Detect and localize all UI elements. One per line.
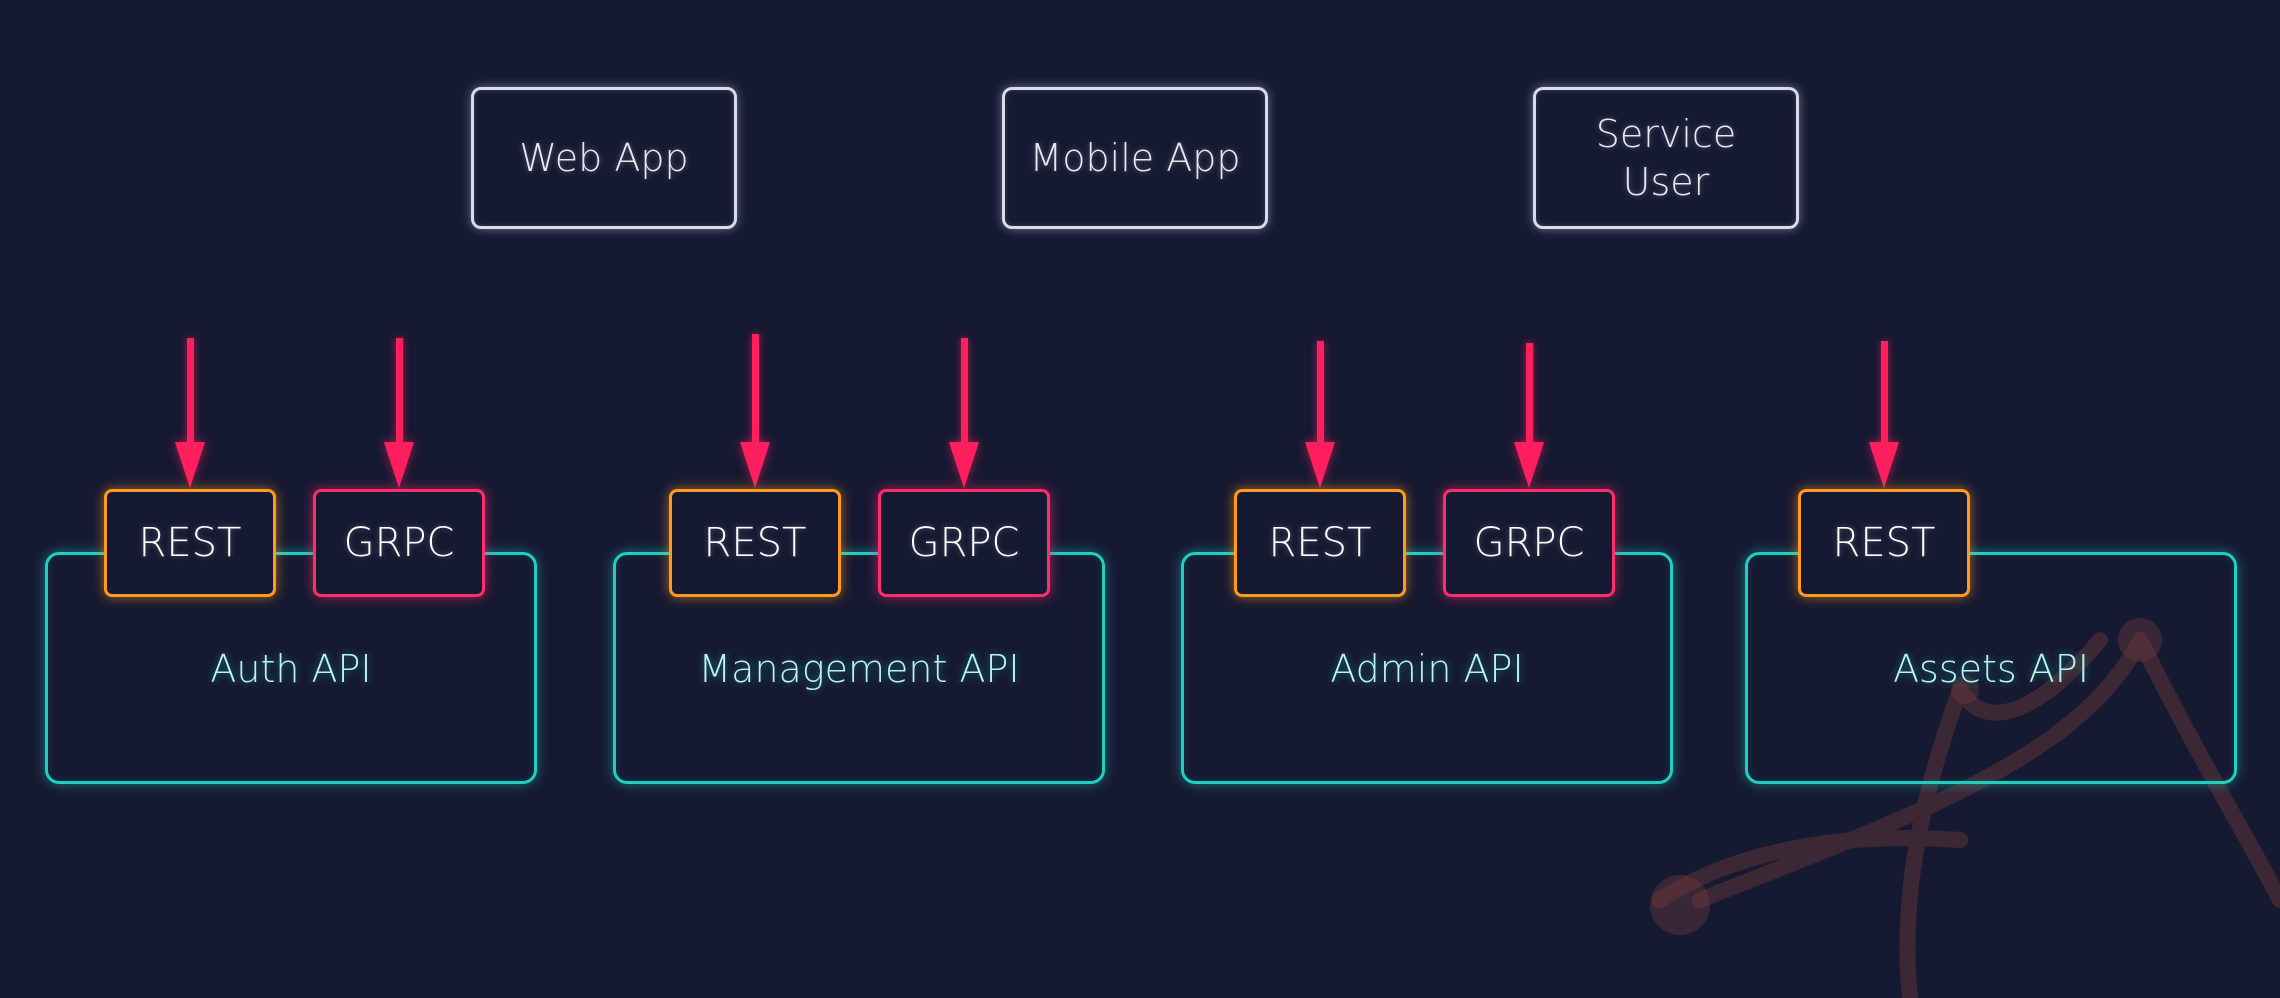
arrow-down-icon: [1869, 341, 1899, 488]
api-assets: Assets API: [1745, 552, 2237, 784]
arrow-down-icon: [1514, 343, 1544, 488]
port-rest: REST: [669, 489, 841, 597]
port-grpc: GRPC: [878, 489, 1050, 597]
arrow-down-icon: [384, 338, 414, 488]
port-grpc: GRPC: [1443, 489, 1615, 597]
arrow-down-icon: [175, 338, 205, 488]
arrow-down-icon: [1305, 341, 1335, 488]
client-mobile-app: Mobile App: [1002, 87, 1268, 229]
port-rest: REST: [1234, 489, 1406, 597]
port-rest: REST: [104, 489, 276, 597]
api-label: Assets API: [1893, 647, 2089, 691]
client-service-user: Service User: [1533, 87, 1799, 229]
api-auth: Auth API: [45, 552, 537, 784]
api-label: Admin API: [1330, 647, 1524, 691]
client-web-app: Web App: [471, 87, 737, 229]
port-grpc: GRPC: [313, 489, 485, 597]
api-management: Management API: [613, 552, 1105, 784]
api-label: Management API: [698, 647, 1020, 691]
arrow-down-icon: [949, 338, 979, 488]
api-label: Auth API: [210, 647, 372, 691]
arrow-down-icon: [740, 334, 770, 488]
api-admin: Admin API: [1181, 552, 1673, 784]
port-rest: REST: [1798, 489, 1970, 597]
